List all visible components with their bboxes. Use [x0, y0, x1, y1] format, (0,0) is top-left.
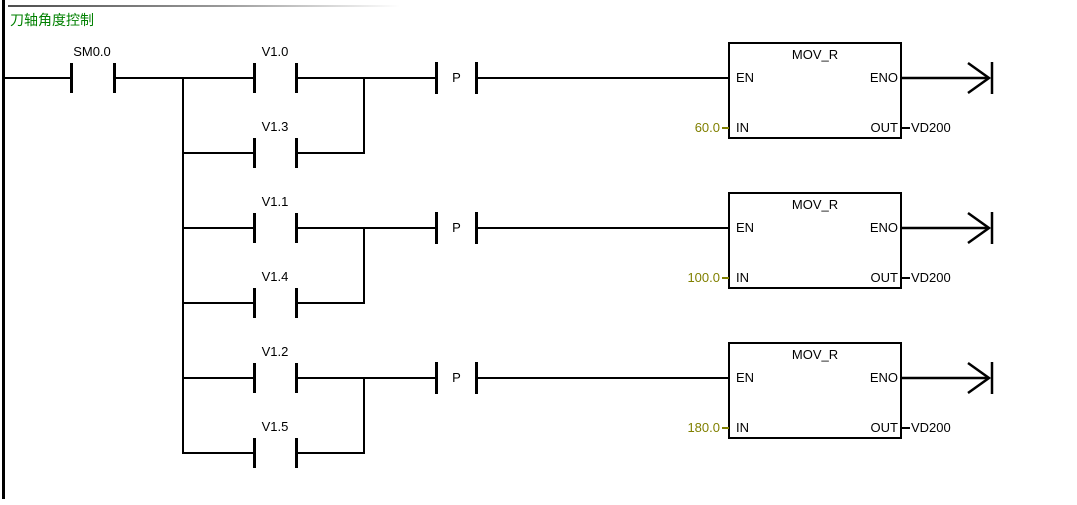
contact-bar: [113, 63, 116, 93]
block-title: MOV_R: [791, 347, 839, 362]
en-pin-label: EN: [736, 70, 755, 85]
contact-v1-3-label[interactable]: V1.3: [261, 119, 289, 134]
wire: [478, 377, 730, 379]
network-separator-line: [8, 5, 400, 7]
contact-bar: [475, 212, 478, 244]
out-pin-tick: [902, 277, 910, 279]
open-wire-arrow-icon: [900, 361, 994, 395]
eno-pin-label: ENO: [869, 70, 898, 85]
merge-vertical-wire-2: [363, 227, 365, 304]
wire: [116, 77, 253, 79]
wire: [183, 452, 253, 454]
wire: [298, 152, 365, 154]
wire: [183, 227, 253, 229]
contact-bar: [70, 63, 73, 93]
wire: [478, 77, 730, 79]
in-pin-tick: [722, 277, 729, 279]
out-pin-label: OUT: [870, 270, 898, 285]
contact-bar: [435, 362, 438, 394]
edge-contact-label: P: [452, 370, 461, 385]
wire: [183, 377, 253, 379]
wire: [478, 227, 730, 229]
branch-vertical-wire: [182, 77, 184, 454]
contact-bar: [295, 438, 298, 468]
network-title[interactable]: 刀轴角度控制: [10, 12, 94, 28]
contact-v1-1[interactable]: [253, 213, 298, 243]
wire: [298, 77, 435, 79]
contact-bar: [295, 138, 298, 168]
wire: [298, 452, 365, 454]
edge-contact-label: P: [452, 220, 461, 235]
block-title: MOV_R: [791, 47, 839, 62]
contact-bar: [295, 63, 298, 93]
contact-sm0-0[interactable]: [70, 63, 116, 93]
contact-v1-5-label[interactable]: V1.5: [261, 419, 289, 434]
mov-r-block-2[interactable]: [728, 192, 902, 289]
out-operand[interactable]: VD200: [911, 270, 951, 285]
block-title: MOV_R: [791, 197, 839, 212]
merge-vertical-wire-3: [363, 377, 365, 454]
en-pin-label: EN: [736, 370, 755, 385]
merge-vertical-wire-1: [363, 77, 365, 154]
out-operand[interactable]: VD200: [911, 120, 951, 135]
positive-edge-contact-3[interactable]: P: [435, 362, 478, 394]
contact-bar: [295, 288, 298, 318]
wire: [183, 152, 253, 154]
contact-v1-2[interactable]: [253, 363, 298, 393]
contact-bar: [475, 62, 478, 94]
positive-edge-contact-1[interactable]: P: [435, 62, 478, 94]
en-pin-label: EN: [736, 220, 755, 235]
out-operand[interactable]: VD200: [911, 420, 951, 435]
in-pin-tick: [722, 127, 729, 129]
contact-v1-5[interactable]: [253, 438, 298, 468]
eno-pin-label: ENO: [869, 370, 898, 385]
contact-v1-3[interactable]: [253, 138, 298, 168]
out-pin-label: OUT: [870, 420, 898, 435]
in-pin-label: IN: [736, 270, 749, 285]
contact-bar: [253, 363, 256, 393]
open-wire-arrow-icon: [900, 211, 994, 245]
contact-bar: [253, 63, 256, 93]
contact-v1-0[interactable]: [253, 63, 298, 93]
in-value-operand[interactable]: 60.0: [694, 120, 720, 135]
wire: [4, 77, 70, 79]
wire: [298, 377, 435, 379]
contact-bar: [253, 138, 256, 168]
contact-v1-0-label[interactable]: V1.0: [261, 44, 289, 59]
mov-r-block-1[interactable]: [728, 42, 902, 139]
in-pin-label: IN: [736, 120, 749, 135]
out-pin-label: OUT: [870, 120, 898, 135]
contact-bar: [435, 212, 438, 244]
out-pin-tick: [902, 127, 910, 129]
in-pin-label: IN: [736, 420, 749, 435]
contact-v1-2-label[interactable]: V1.2: [261, 344, 289, 359]
contact-bar: [295, 213, 298, 243]
contact-sm0-0-label[interactable]: SM0.0: [73, 44, 111, 59]
wire: [298, 302, 365, 304]
positive-edge-contact-2[interactable]: P: [435, 212, 478, 244]
wire: [298, 227, 435, 229]
contact-bar: [253, 288, 256, 318]
wire: [183, 302, 253, 304]
contact-bar: [295, 363, 298, 393]
contact-v1-4-label[interactable]: V1.4: [261, 269, 289, 284]
out-pin-tick: [902, 427, 910, 429]
in-value-operand[interactable]: 180.0: [687, 420, 720, 435]
in-value-operand[interactable]: 100.0: [687, 270, 720, 285]
contact-bar: [253, 213, 256, 243]
mov-r-block-3[interactable]: [728, 342, 902, 439]
in-pin-tick: [722, 427, 729, 429]
open-wire-arrow-icon: [900, 61, 994, 95]
contact-v1-1-label[interactable]: V1.1: [261, 194, 289, 209]
left-power-rail: [2, 0, 5, 499]
contact-bar: [253, 438, 256, 468]
contact-v1-4[interactable]: [253, 288, 298, 318]
contact-bar: [475, 362, 478, 394]
eno-pin-label: ENO: [869, 220, 898, 235]
contact-bar: [435, 62, 438, 94]
edge-contact-label: P: [452, 70, 461, 85]
